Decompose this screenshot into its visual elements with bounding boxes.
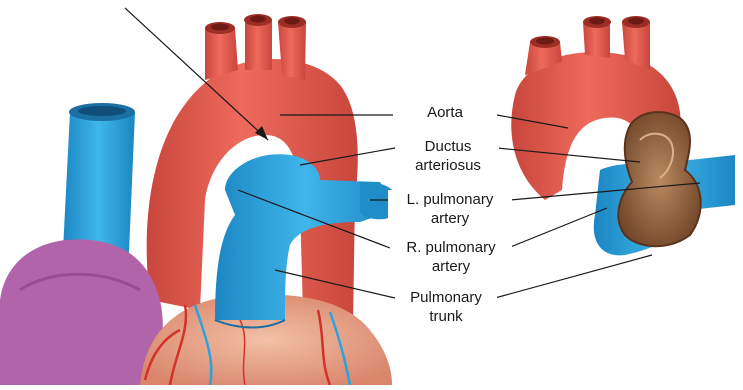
ductus-cut-section: [618, 112, 700, 246]
label-r-pulmonary-artery: R. pulmonary artery: [390, 238, 512, 276]
label-ductus-arteriosus: Ductus arteriosus: [397, 137, 499, 175]
label-pulmonary-trunk: Pulmonary trunk: [395, 288, 497, 326]
left-subclavian: [278, 22, 306, 80]
left-common-carotid: [245, 20, 272, 70]
label-l-pulmonary-artery: L. pulmonary artery: [388, 190, 512, 228]
right-atrium: [0, 239, 163, 385]
label-aorta: Aorta: [393, 103, 497, 122]
